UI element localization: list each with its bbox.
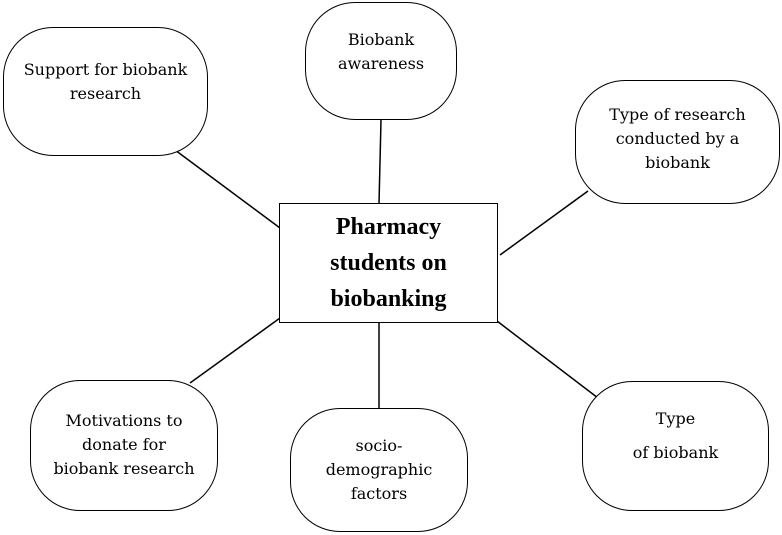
- node-type-of-biobank: Type of biobank: [582, 381, 769, 511]
- central-topic-line: biobanking: [330, 286, 447, 312]
- node-label-line: donate for: [82, 435, 166, 454]
- node-type-of-research: Type of research conducted by a biobank: [575, 80, 780, 204]
- connector-support: [174, 149, 281, 229]
- connector-research-type: [499, 190, 589, 256]
- connector-motivations: [189, 317, 281, 384]
- node-label-line: demographic: [325, 460, 433, 479]
- central-topic: Pharmacy students on biobanking: [279, 203, 498, 323]
- node-biobank-awareness: Biobank awareness: [305, 2, 457, 120]
- node-label-line: biobank: [645, 153, 710, 172]
- node-label-line: Type of research: [609, 105, 746, 124]
- node-label-line: factors: [350, 484, 408, 503]
- node-label-line: conducted by a: [615, 129, 740, 148]
- node-label-line: awareness: [337, 54, 425, 73]
- central-topic-line: students on: [330, 250, 447, 276]
- node-label-line: Biobank: [347, 30, 415, 49]
- node-label-line: socio-: [355, 436, 403, 455]
- connector-awareness: [378, 119, 382, 205]
- node-socio-demographic-factors: socio- demographic factors: [290, 408, 468, 532]
- connector-biobank-type: [496, 320, 599, 399]
- node-label-line: research: [69, 84, 142, 103]
- node-support-for-biobank-research: Support for biobank research: [3, 27, 208, 156]
- node-label-line: of biobank: [632, 443, 719, 462]
- node-label-line: Motivations to: [65, 411, 183, 430]
- node-label-line: Type: [655, 409, 696, 428]
- central-topic-line: Pharmacy: [335, 214, 442, 240]
- node-motivations-to-donate: Motivations to donate for biobank resear…: [30, 380, 218, 511]
- node-label-line: Support for biobank: [23, 60, 188, 79]
- node-label-line: biobank research: [53, 459, 195, 478]
